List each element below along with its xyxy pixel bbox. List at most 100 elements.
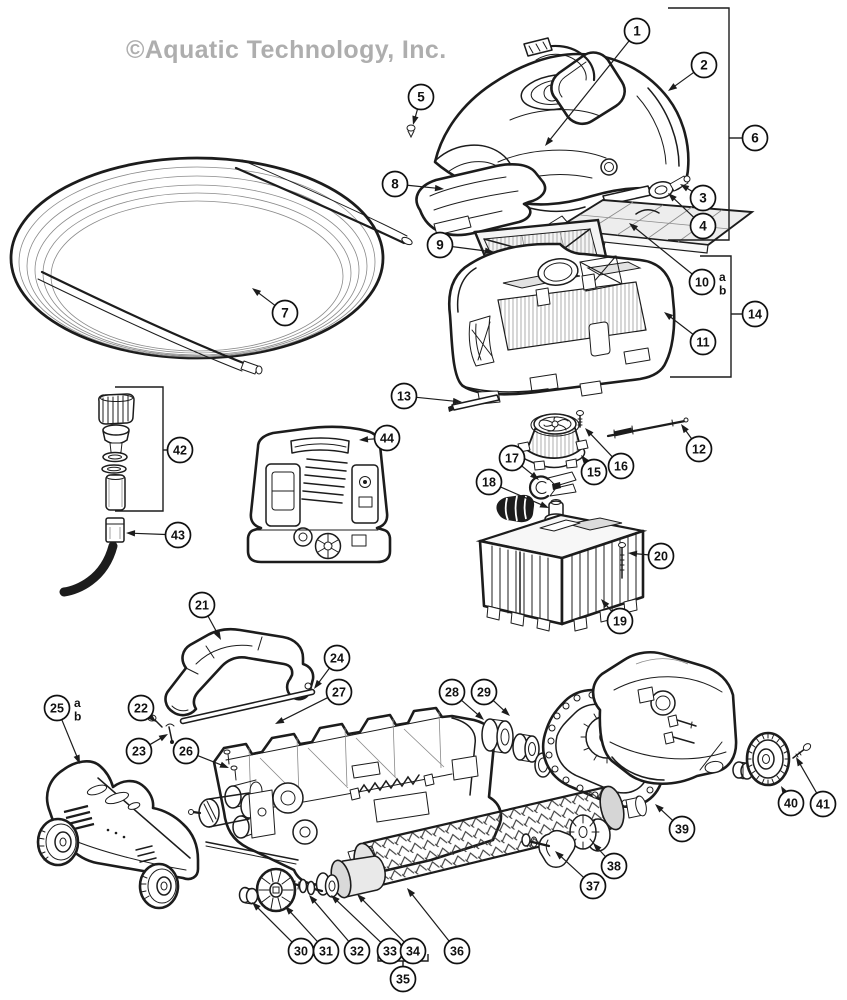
callout-number: 36 <box>450 945 464 959</box>
callout-number: 42 <box>173 444 187 458</box>
bearing-set-part <box>481 718 552 778</box>
callout-39: 39 <box>655 804 696 843</box>
callout-number: 4 <box>699 219 707 234</box>
callout-5: 5 <box>407 83 435 125</box>
callout-29: 29 <box>470 678 510 716</box>
drive-shaft-part <box>606 417 689 439</box>
callout-number: 43 <box>171 529 185 543</box>
callout-variant-letter: b <box>74 710 81 724</box>
callout-number: 6 <box>751 131 759 146</box>
hinge-pin-part <box>448 394 500 412</box>
callout-number: 41 <box>816 798 830 812</box>
callout-number: 44 <box>380 432 394 446</box>
turbine-impeller-part <box>517 413 589 471</box>
callout-number: 33 <box>383 945 397 959</box>
callout-number: 23 <box>132 745 146 759</box>
callout-16: 16 <box>585 428 635 480</box>
hose-fitting-stack-part <box>98 393 135 511</box>
callout-33: 33 <box>331 895 404 965</box>
callout-number: 9 <box>436 238 444 253</box>
callout-variant-letter: b <box>719 284 726 298</box>
callout-36: 36 <box>407 888 471 965</box>
motor-screw-part <box>618 542 626 579</box>
callout-number: 19 <box>613 615 627 629</box>
callout-number: 21 <box>195 599 209 613</box>
callout-number: 34 <box>406 945 420 959</box>
callout-number: 5 <box>417 90 425 105</box>
callout-number: 39 <box>675 823 689 837</box>
floating-hose-part <box>9 156 413 375</box>
callout-14: 14 <box>741 300 769 328</box>
hose-clamp-part <box>528 471 577 500</box>
bracket-35 <box>377 954 429 966</box>
callout-number: 15 <box>587 466 601 480</box>
callout-7: 7 <box>252 288 299 327</box>
callout-10: 10 ab <box>629 223 726 298</box>
power-supply-part <box>246 425 392 564</box>
callout-number: 38 <box>607 860 621 874</box>
callout-1: 1 <box>545 17 651 146</box>
filter-housing-part <box>448 242 676 405</box>
callout-22: 22 <box>127 694 156 722</box>
callout-4: 4 <box>668 193 717 240</box>
callout-number: 24 <box>330 652 344 666</box>
wheel-screw-part <box>792 743 812 759</box>
drive-wheel-part <box>745 731 791 787</box>
callout-44: 44 <box>359 424 401 452</box>
callout-12: 12 <box>681 424 713 463</box>
callout-number: 27 <box>332 686 346 700</box>
callout-variant-letter: a <box>74 696 81 710</box>
callout-number: 12 <box>692 443 706 457</box>
left-side-panel-part <box>36 760 200 910</box>
callout-11: 11 <box>664 312 717 356</box>
watermark: ©Aquatic Technology, Inc. <box>126 36 447 64</box>
callout-13: 13 <box>390 382 462 410</box>
callout-number: 40 <box>784 797 798 811</box>
callout-27: 27 <box>275 678 353 724</box>
callout-number: 10 <box>695 276 709 290</box>
callout-number: 26 <box>179 745 193 759</box>
callout-6: 6 <box>741 124 769 152</box>
callout-number: 7 <box>281 306 289 321</box>
callout-number: 11 <box>696 336 709 350</box>
callout-9: 9 <box>426 231 494 259</box>
callout-number: 31 <box>319 945 333 959</box>
callout-number: 8 <box>391 177 399 192</box>
callout-number: 30 <box>294 945 308 959</box>
callout-18: 18 <box>475 468 549 508</box>
cover-screw-part <box>406 124 416 139</box>
roller-axle-parts <box>238 855 386 913</box>
callout-variant-letter: a <box>719 270 726 284</box>
callout-2: 2 <box>668 51 718 91</box>
callout-38: 38 <box>593 843 628 880</box>
callout-number: 20 <box>654 550 668 564</box>
callout-number: 37 <box>586 880 600 894</box>
callout-number: 14 <box>748 308 762 322</box>
callout-23: 23 <box>125 734 168 765</box>
callout-31: 31 <box>285 906 340 965</box>
callout-32: 32 <box>309 895 371 965</box>
callout-34: 34 <box>357 894 427 965</box>
idler-assembly-part <box>521 814 611 868</box>
callout-number: 32 <box>350 945 364 959</box>
callout-20: 20 <box>628 542 675 570</box>
intake-cover-part <box>415 162 547 237</box>
handle-part <box>164 627 315 717</box>
bracket-6 <box>668 7 742 241</box>
callout-number: 2 <box>700 58 708 73</box>
callout-number: 1 <box>633 24 641 39</box>
callout-41: 41 <box>796 757 837 818</box>
callout-24: 24 <box>314 644 351 689</box>
bracket-42 <box>115 386 167 512</box>
callout-8: 8 <box>381 170 444 198</box>
callout-19: 19 <box>601 599 634 635</box>
callout-26: 26 <box>172 737 229 768</box>
callout-42: 42 <box>166 436 194 464</box>
callout-number: 22 <box>134 702 148 716</box>
callout-number: 29 <box>477 686 491 700</box>
tension-rod-part <box>179 688 316 725</box>
callout-40: 40 <box>777 786 805 817</box>
bracket-14 <box>670 255 742 378</box>
